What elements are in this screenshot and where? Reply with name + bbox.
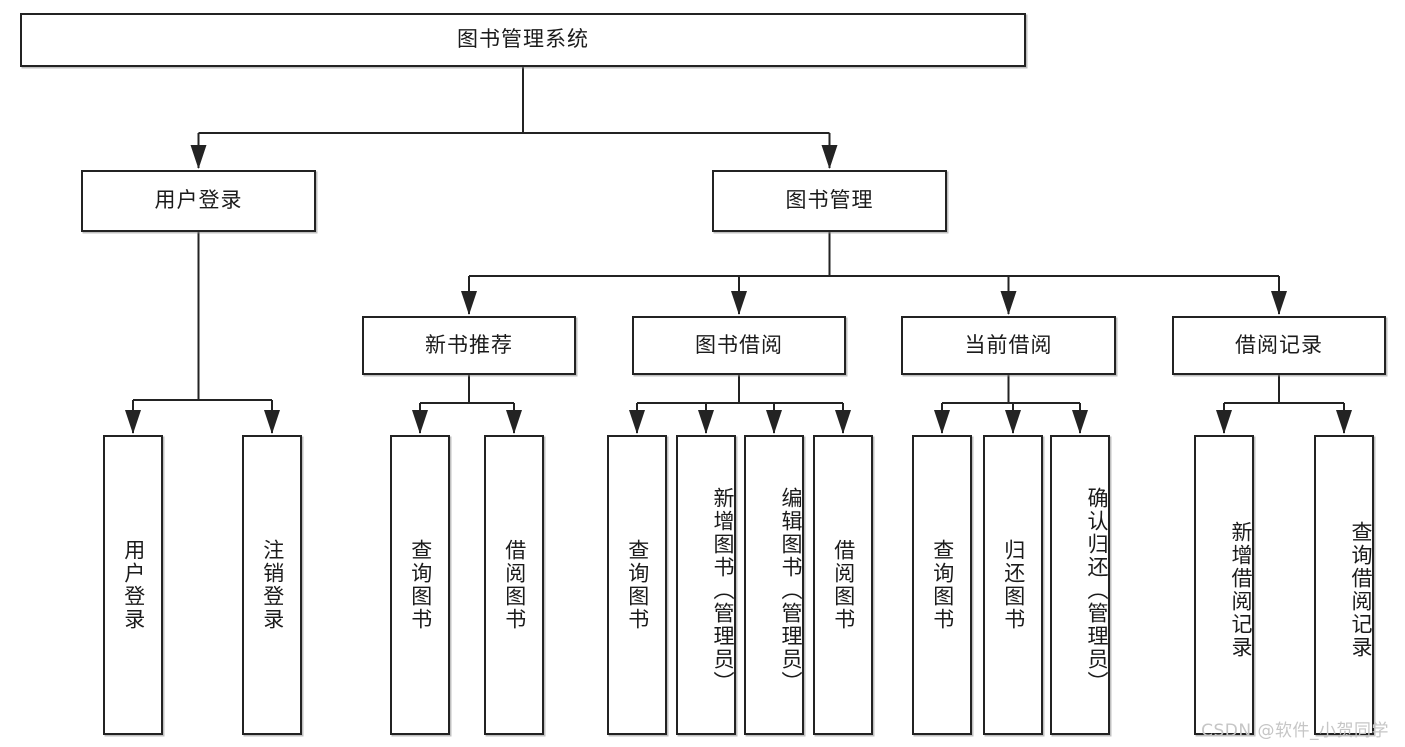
node-label: 查询图书 [930, 539, 955, 631]
node-leaf-query-book-3[interactable]: 查询图书 [912, 435, 972, 735]
node-label: 图书管理 [785, 188, 874, 213]
arrowhead-root-0 [190, 145, 207, 169]
node-label: 新增图书（管理员） [711, 486, 735, 694]
node-new-book-rec[interactable]: 新书推荐 [362, 316, 576, 375]
node-leaf-add-book[interactable]: 新增图书（管理员） [676, 435, 736, 735]
node-label: 用户登录 [154, 188, 243, 213]
node-book-borrow[interactable]: 图书借阅 [632, 316, 846, 375]
node-leaf-query-book-2[interactable]: 查询图书 [607, 435, 667, 735]
arrowhead-book-borrow-2 [766, 410, 782, 434]
arrowhead-new-book-rec-1 [506, 410, 522, 434]
node-label: 归还图书 [1001, 539, 1026, 631]
node-label: 借阅图书 [831, 539, 856, 631]
arrowhead-book-manage-0 [461, 291, 477, 315]
node-label: 新书推荐 [425, 332, 513, 357]
node-label: 编辑图书（管理员） [779, 486, 803, 694]
node-user-login[interactable]: 用户登录 [81, 170, 316, 232]
node-label: 用户登录 [121, 539, 146, 631]
node-label: 注销登录 [260, 539, 285, 631]
node-label: 确认归还（管理员） [1085, 486, 1109, 694]
node-label: 借阅图书 [502, 539, 527, 631]
watermark: CSDN @软件_小贺同学 [1201, 721, 1389, 741]
node-leaf-borrow-book-1[interactable]: 借阅图书 [484, 435, 544, 735]
node-label: 当前借阅 [964, 332, 1053, 357]
arrowhead-book-manage-3 [1271, 291, 1287, 315]
arrowhead-book-borrow-3 [835, 410, 851, 434]
node-leaf-borrow-book-2[interactable]: 借阅图书 [813, 435, 873, 735]
node-leaf-query-record[interactable]: 查询借阅记录 [1314, 435, 1374, 735]
node-leaf-add-record[interactable]: 新增借阅记录 [1194, 435, 1254, 735]
node-current-borrow[interactable]: 当前借阅 [901, 316, 1116, 375]
arrowhead-new-book-rec-0 [412, 410, 428, 434]
node-leaf-return-book[interactable]: 归还图书 [983, 435, 1043, 735]
node-leaf-user-login[interactable]: 用户登录 [103, 435, 163, 735]
node-label: 查询图书 [625, 539, 650, 631]
node-label: 新增借阅记录 [1229, 521, 1253, 659]
node-label: 图书借阅 [695, 332, 783, 357]
node-label: 图书管理系统 [457, 27, 589, 52]
arrowhead-book-borrow-1 [698, 410, 714, 434]
node-book-manage[interactable]: 图书管理 [712, 170, 947, 232]
arrowhead-book-manage-2 [1000, 291, 1017, 315]
node-leaf-confirm-return[interactable]: 确认归还（管理员） [1050, 435, 1110, 735]
arrowhead-user-login-0 [125, 410, 141, 434]
arrowhead-borrow-record-0 [1216, 410, 1232, 434]
node-label: 借阅记录 [1235, 332, 1323, 357]
arrowhead-current-borrow-1 [1005, 410, 1021, 434]
arrowhead-user-login-1 [264, 410, 280, 434]
arrowhead-book-manage-1 [731, 291, 747, 315]
node-leaf-edit-book[interactable]: 编辑图书（管理员） [744, 435, 804, 735]
arrowhead-root-1 [821, 145, 838, 169]
arrowhead-current-borrow-0 [934, 410, 950, 434]
node-root[interactable]: 图书管理系统 [20, 13, 1026, 67]
node-borrow-record[interactable]: 借阅记录 [1172, 316, 1386, 375]
node-leaf-user-logout[interactable]: 注销登录 [242, 435, 302, 735]
arrowhead-book-borrow-0 [629, 410, 645, 434]
node-leaf-query-book-1[interactable]: 查询图书 [390, 435, 450, 735]
node-label: 查询借阅记录 [1349, 521, 1373, 659]
arrowhead-current-borrow-2 [1072, 410, 1088, 434]
arrowhead-borrow-record-1 [1336, 410, 1352, 434]
node-label: 查询图书 [408, 539, 433, 631]
